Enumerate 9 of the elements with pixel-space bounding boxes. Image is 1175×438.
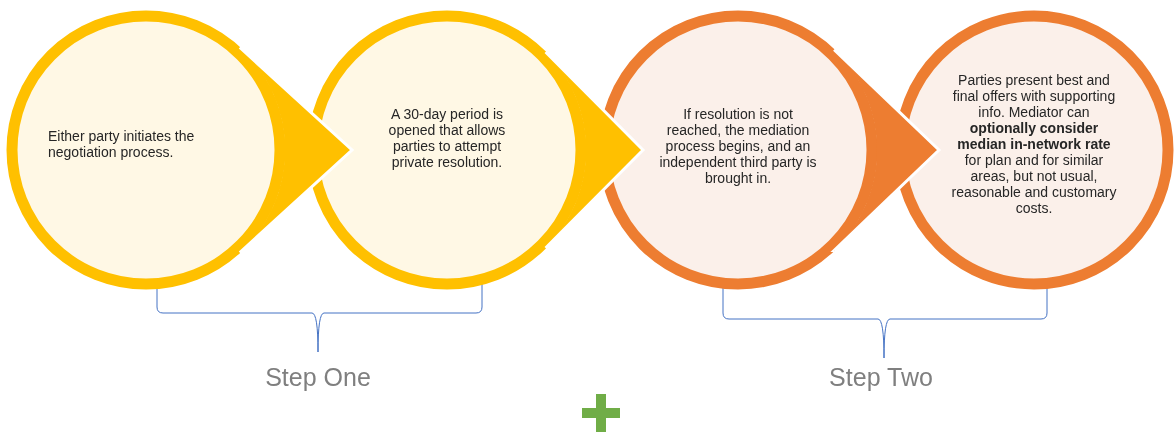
arrow xyxy=(832,48,941,252)
step-description: If resolution is not reached, the mediation process begins, and an independent third party is brought in. xyxy=(659,106,817,186)
step-description: Parties present best and final offers with supporting info. Mediator can optionally consider median in-network rate for plan and for similar areas, but not usual, reasonable and customary costs. xyxy=(950,72,1118,216)
arrow xyxy=(238,45,354,255)
step-label: Step Two xyxy=(829,363,933,392)
step-label: Step One xyxy=(265,363,371,392)
step-description: A 30-day period is opened that allows parties to attempt private resolution. xyxy=(387,106,507,170)
arrow xyxy=(544,50,645,250)
step-description: Either party initiates the negotiation process. xyxy=(48,128,196,160)
